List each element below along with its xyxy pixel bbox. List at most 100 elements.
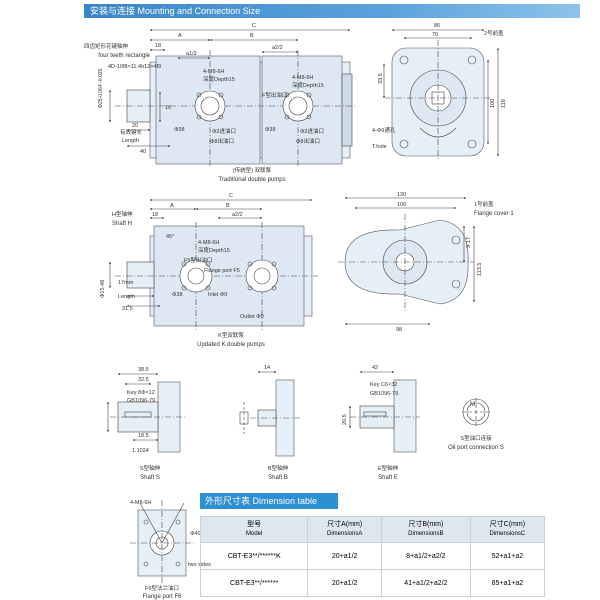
col-dimension-c: 尺寸C(mm)DimensionsC	[469, 516, 546, 543]
dim-c-label-2: C	[229, 193, 233, 199]
cell-dimension-a: 20+a1/2	[307, 569, 382, 597]
outlet-en-label: Outlet Φ0	[240, 314, 264, 320]
dim-a2-half-label-2: a2/2	[232, 212, 243, 218]
shaft-e-cn-label: E型轴伸	[378, 464, 399, 472]
traditional-pump-drawing	[108, 28, 355, 166]
dim-17-label: 17mm	[118, 280, 134, 286]
flange-f6-drawing	[130, 500, 194, 584]
dim-b-label-2: B	[226, 203, 230, 209]
cell-dimension-b: 8+a1/2+a2/2	[380, 542, 471, 570]
k-pump-drawing	[108, 198, 318, 330]
shaft-b-cn-label: B型轴伸	[268, 464, 289, 472]
spline-spec-label: 4D-10f8×11.4b12×4f9	[108, 64, 161, 70]
dimension-table-title: 外形尺寸表 Dimension table	[200, 493, 338, 509]
traditional-en-caption: Traditional double pumps	[218, 177, 285, 183]
key-length-en-label-2: Length	[118, 294, 135, 300]
shaft-s-en-label: Shaft S	[140, 475, 160, 481]
key-length-cn-label: 有效键长	[120, 128, 143, 136]
key-c6-label: Key C6×32	[370, 382, 397, 388]
gb-1096-label: GB1096-79	[127, 398, 155, 404]
flange-f6-cn-label: F6型法兰油口	[145, 584, 179, 592]
dim-38-5-label: 38.5	[138, 367, 149, 373]
dim-3-17-label: 3-17	[466, 237, 472, 248]
outlet-label-2: Φ8出油口	[296, 137, 320, 145]
angle-45-label: 45°	[166, 234, 174, 240]
dim-1-1024-label: 1.1024	[132, 448, 149, 454]
dim-70-label: 70	[432, 32, 438, 38]
cover1-en-label: Flange cover 1	[474, 211, 514, 217]
cell-dimension-c: 85+a1+a2	[469, 569, 546, 597]
dim-100-label: 100	[490, 99, 496, 108]
dim-118-label: 118	[501, 99, 507, 108]
dim-a2-half-label: a2/2	[272, 45, 283, 51]
flange-f6-en-label: Flange port F6	[142, 594, 182, 600]
dim-86-label: 86	[434, 23, 440, 29]
col-dimension-a: 尺寸A(mm)DimensionsA	[307, 516, 382, 543]
gb-1096-label-2: GB1096-79	[370, 391, 398, 397]
phi38-label-2: Φ38	[265, 127, 276, 133]
dim-b-label: B	[250, 33, 254, 39]
dim-40-label: 40	[140, 149, 146, 155]
updated-cn-caption: K型双联泵	[218, 331, 244, 339]
shaft-s-drawing	[106, 372, 186, 453]
depth-label-2: 深度Depth15	[292, 81, 324, 89]
inlet-en-label: Inlet Φ0	[208, 292, 227, 298]
col-dimension-b: 尺寸B(mm)DimensionsB	[380, 516, 471, 543]
cell-dimension-b: 41+a1/2+a2/2	[380, 569, 471, 597]
through-hole-cn-label: 4-Φ9通孔	[372, 126, 396, 134]
cell-model: CBT-E3**/******	[199, 569, 309, 597]
key-length-en-label: Length	[122, 138, 139, 144]
four-teeth-cn-label: 四齿矩形花键轴伸	[84, 42, 129, 50]
cell-dimension-a: 20+a1/2	[307, 542, 382, 570]
thread-label-4: 4-M8-6H	[130, 500, 151, 506]
shaft-s-cn-label: S型轴伸	[140, 464, 161, 472]
dim-20-label: 20	[132, 123, 138, 129]
shaft-b-drawing	[239, 370, 300, 457]
port-f-label: F型出油口	[262, 91, 287, 99]
dim-42-label: 42	[372, 365, 378, 371]
inlet-label: Φ2进油口	[212, 127, 236, 135]
cell-model: CBT-E3**/******K	[199, 542, 309, 570]
through-hole-en-label: T.hole	[372, 144, 387, 150]
shaft-e-drawing	[348, 370, 420, 453]
dim-a1-half-label: a1/2	[186, 51, 197, 57]
two-sides-label: two sides	[188, 562, 211, 568]
dia-25-label: Φ25-0.064 -0.025	[98, 68, 104, 108]
cover1-cn-label: 1号前盖	[474, 200, 494, 208]
dim-98-label: 98	[396, 327, 402, 333]
shaft-b-en-label: Shaft B	[268, 475, 288, 481]
depth-label: 深度Depth15	[203, 75, 235, 83]
key-85-label: Key 8Φ×12	[127, 390, 155, 396]
four-teeth-en-label: four teeth rectangle	[98, 53, 150, 59]
section-header: 安装与连接 Mounting and Connection Size	[84, 4, 580, 18]
cell-dimension-c: 52+a1+a2	[469, 542, 546, 570]
dim-18-5-label: 18.5	[138, 433, 149, 439]
dim-16-label: 16	[165, 105, 171, 111]
section-header-text: 安装与连接 Mounting and Connection Size	[90, 6, 261, 16]
thread-label-3: 4-M8-6H	[198, 240, 219, 246]
port-f5-cn-label: F5型出油口	[184, 256, 212, 264]
shaft-h-cn-label: H型轴伸	[112, 210, 133, 218]
cover2-label: 2号前盖	[484, 29, 504, 37]
thread-label: 4-M8-6H	[203, 69, 224, 75]
dim-a-label: A	[178, 33, 182, 39]
outlet-label: Φ8出油口	[210, 137, 234, 145]
phi38-label-3: Φ38	[172, 292, 183, 298]
table-row: CBT-E3**/******K 20+a1/2 8+a1/2+a2/2 52+…	[199, 542, 546, 570]
dim-113-5-label: 113.5	[477, 263, 483, 276]
dim-14-label: 14	[264, 365, 270, 371]
thread-label-2: 4-M8-6H	[292, 75, 313, 81]
shaft-e-en-label: Shaft E	[378, 475, 398, 481]
inlet-label-2: Φ2进油口	[300, 127, 324, 135]
k-flange-front-view	[338, 196, 476, 326]
dim-20-5-label: 20.5	[342, 414, 348, 425]
dim-18-label-2: 18	[152, 212, 158, 218]
dim-130-label: 130	[397, 192, 406, 198]
phi38-label: Φ38	[174, 127, 185, 133]
dim-a-label-2: A	[170, 203, 174, 209]
phi40-label: Φ40	[190, 531, 201, 537]
